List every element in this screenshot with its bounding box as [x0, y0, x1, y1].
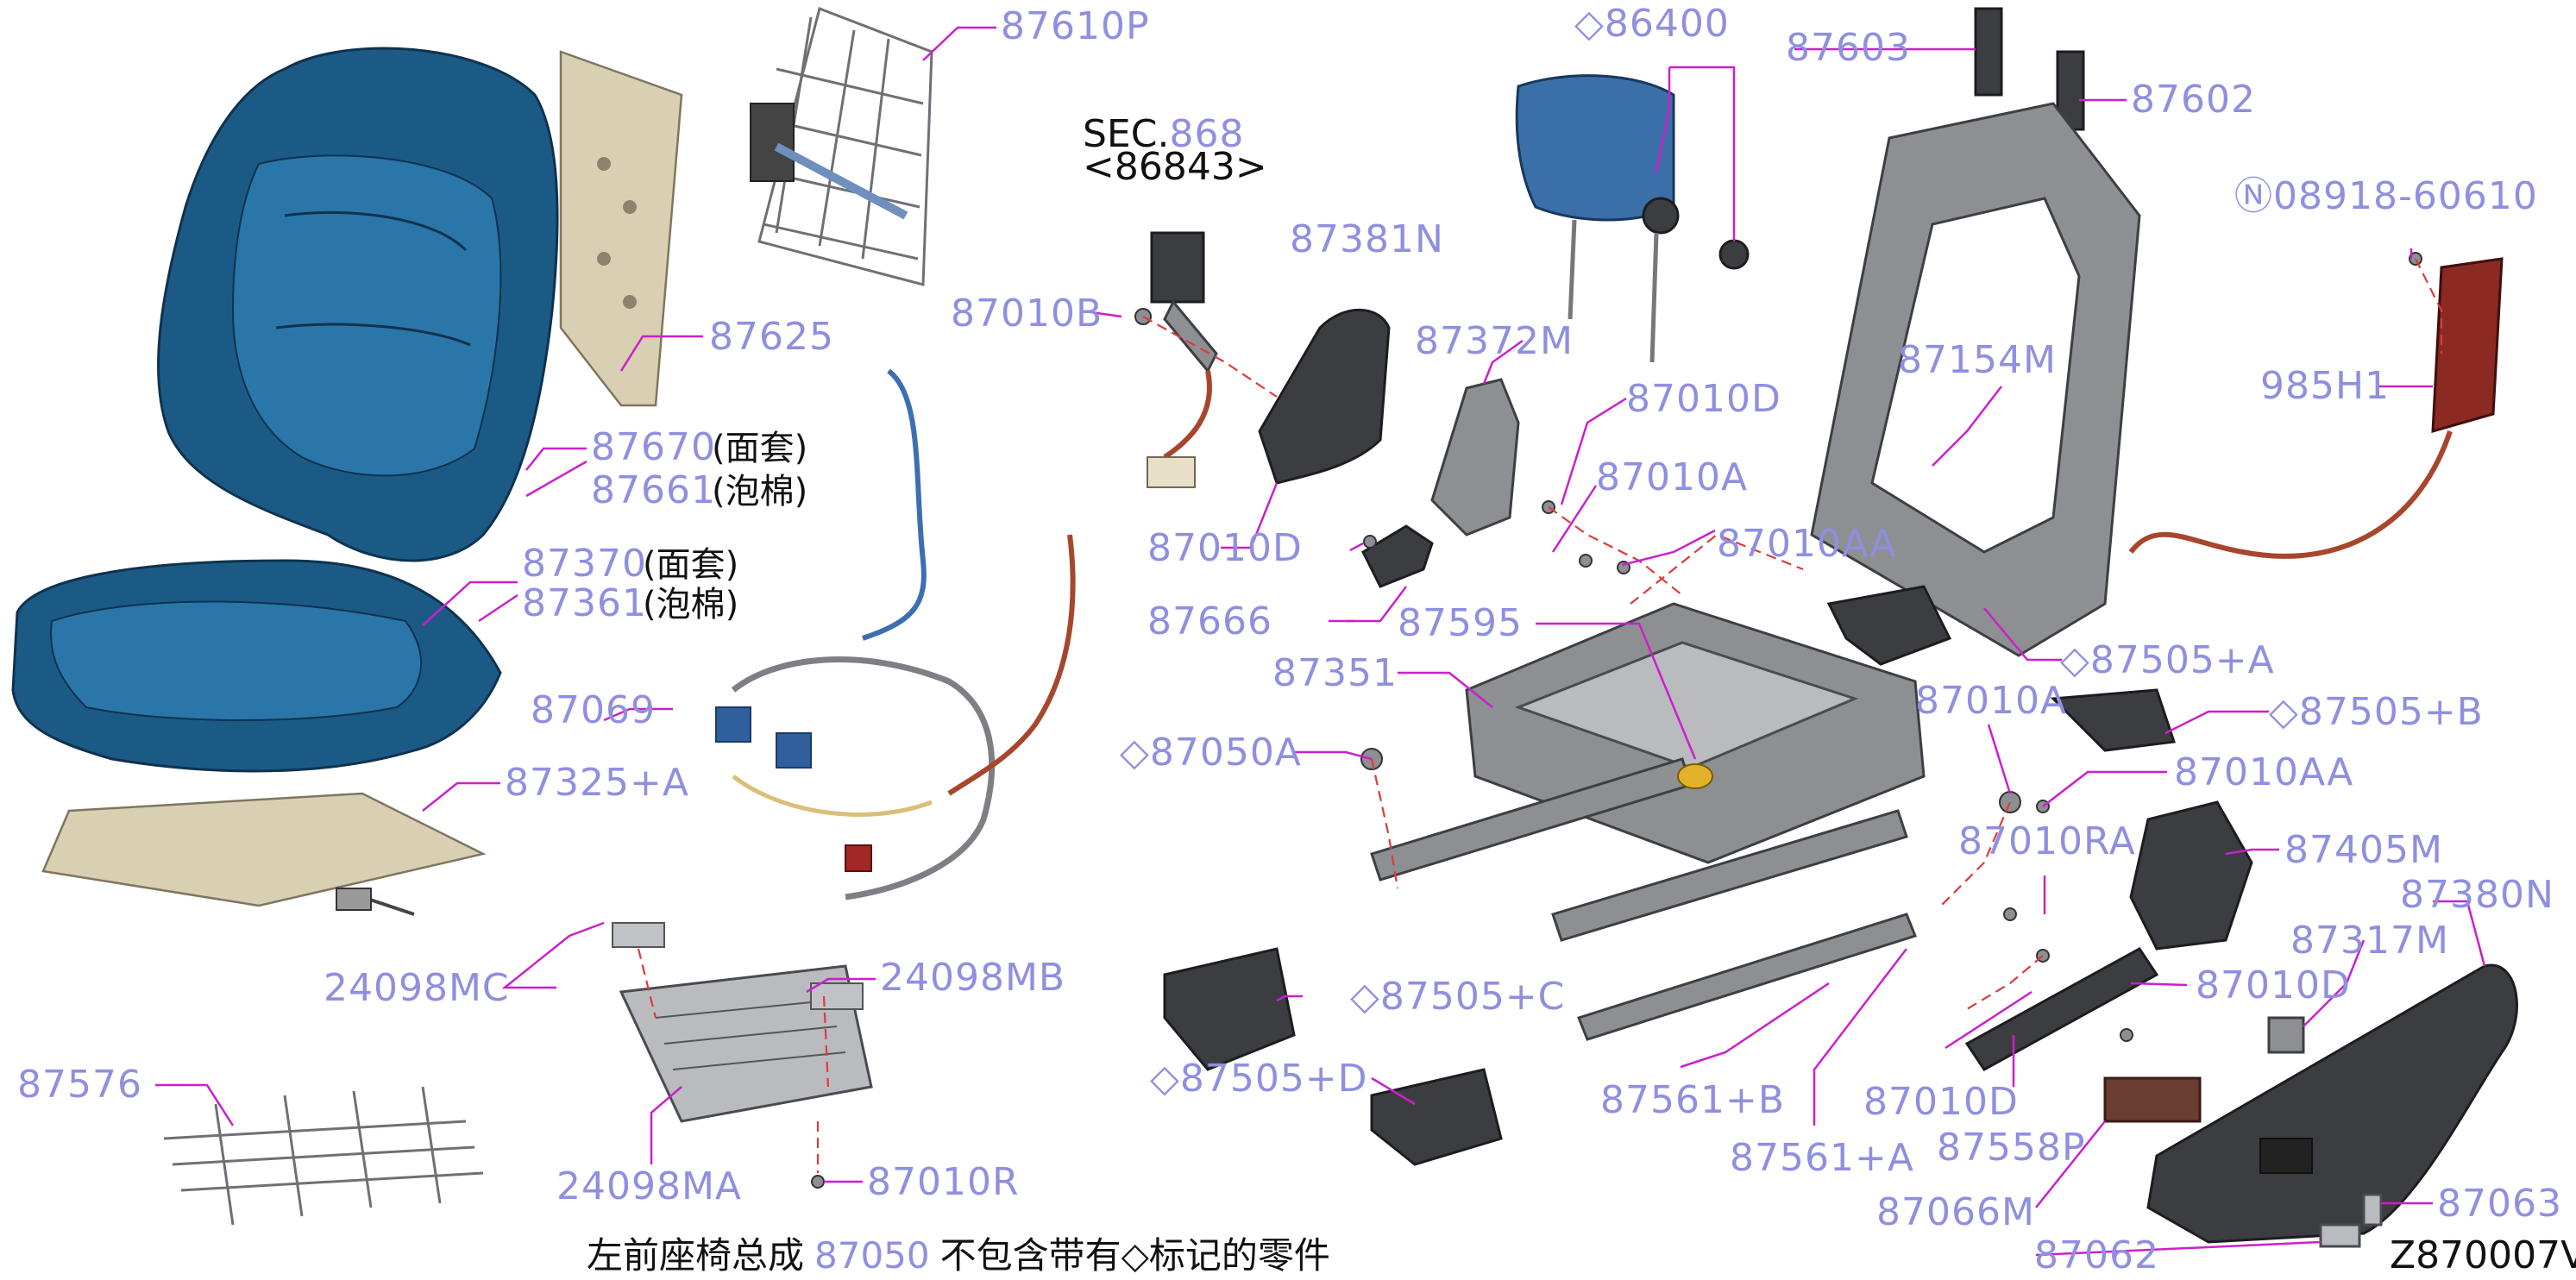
label-87670-cn: (面套) [712, 429, 807, 468]
label-87010D-b: 87010D [1147, 526, 1303, 570]
cover-87505B-illustration [2050, 688, 2177, 752]
cover-87505D-illustration [1370, 1068, 1503, 1166]
label-87372M: 87372M [1415, 319, 1574, 363]
label-87361: 87361 [522, 581, 647, 625]
label-87576: 87576 [17, 1063, 142, 1107]
label-87561B: 87561+B [1600, 1078, 1785, 1122]
label-87405M: 87405M [2284, 828, 2443, 872]
label-08918: Ⓝ08918-60610 [2234, 174, 2538, 218]
label-87361-cn: (泡棉) [643, 585, 738, 624]
label-87661-cn: (泡棉) [712, 472, 807, 511]
label-87317M: 87317M [2290, 919, 2449, 963]
label-87010A-a: 87010A [1596, 455, 1748, 499]
knob-87063-illustration [2362, 1193, 2383, 1227]
label-87666: 87666 [1147, 599, 1272, 643]
label-87661: 87661 [591, 468, 716, 512]
label-87380N: 87380N [2400, 873, 2554, 917]
back-board-illustration [559, 50, 683, 407]
label-87505C: ◇87505+C [1350, 975, 1565, 1019]
label-87066M: 87066M [1876, 1190, 2035, 1234]
seatbelt-buckle-illustration [1147, 231, 1218, 488]
label-87063: 87063 [2437, 1182, 2562, 1226]
label-87370: 87370 [522, 542, 647, 586]
label-24098MA: 24098MA [556, 1164, 742, 1208]
cover-87505A-illustration [1826, 585, 1952, 666]
label-sec-sub: <86843> [1083, 145, 1267, 189]
label-24098MB: 24098MB [880, 956, 1065, 1000]
label-87595: 87595 [1398, 601, 1523, 645]
seat-cushion-illustration [11, 559, 502, 773]
label-87062: 87062 [2034, 1233, 2159, 1277]
inner-trim-87381N-illustration [1258, 308, 1391, 485]
label-87505B: ◇87505+B [2269, 690, 2484, 734]
label-87010AA-b: 87010AA [2174, 750, 2353, 794]
label-985H1: 985H1 [2260, 364, 2390, 408]
seatback-cover-illustration [157, 47, 559, 562]
label-87069: 87069 [531, 688, 656, 732]
label-sec-prefix: SEC.868 [1083, 112, 1244, 156]
label-87325A: 87325+A [505, 761, 689, 805]
label-87010B: 87010B [951, 292, 1103, 336]
label-87010AA-a: 87010AA [1717, 522, 1896, 566]
label-86400: ◇86400 [1574, 2, 1730, 46]
label-87010R: 87010R [867, 1160, 1020, 1204]
label-87505D: ◇87505+D [1150, 1057, 1368, 1101]
bracket-87405M-illustration [2129, 800, 2253, 951]
side-airbag-985H1-illustration [2128, 257, 2504, 559]
label-87561A: 87561+A [1730, 1136, 1914, 1180]
label-87050A: ◇87050A [1120, 731, 1302, 775]
wire-harness-87069-illustration [715, 368, 1076, 900]
label-87370-cn: (面套) [643, 545, 738, 585]
cap-87062-illustration [2319, 1223, 2361, 1248]
seatback-frame-87154M-illustration [1810, 102, 2141, 657]
plate-24098MA-illustration [612, 922, 873, 1123]
label-87010RA: 87010RA [1958, 819, 2136, 863]
label-87558P: 87558P [1937, 1126, 2086, 1170]
knob-87317M-illustration [2267, 1016, 2305, 1054]
part-labels: 87610P 87625 87670 (面套) 87661 (泡棉) 87370… [17, 2, 2562, 1277]
label-87625: 87625 [709, 315, 834, 359]
label-87010D-d: 87010D [1863, 1080, 2019, 1124]
label-87010D-a: 87010D [1626, 377, 1781, 421]
label-87602: 87602 [2131, 78, 2256, 122]
headrest-guide-87603-illustration [1974, 7, 2003, 97]
cover-87505C-illustration [1163, 947, 1296, 1071]
label-87351: 87351 [1272, 651, 1398, 695]
seat-pad-illustration [41, 792, 487, 916]
assembly-guides [637, 258, 2443, 1173]
label-87505A: ◇87505+A [2060, 638, 2275, 682]
label-87381N: 87381N [1290, 217, 1444, 261]
switch-87066M-illustration [2103, 1076, 2202, 1123]
cover-87558P-illustration [1964, 947, 2159, 1071]
label-87670: 87670 [591, 425, 716, 469]
leader-lines [155, 26, 2486, 1257]
wire-set-87576-illustration [163, 1086, 484, 1226]
seat-frame-87351-illustration [1370, 602, 1926, 1041]
outer-trim-87380N-illustration [2146, 963, 2518, 1244]
spring-mat-illustration [750, 6, 933, 286]
label-24098MC: 24098MC [324, 966, 510, 1010]
bracket-87372M-illustration [1430, 378, 1520, 536]
switch-87666-illustration [1361, 524, 1434, 588]
label-87610P: 87610P [1001, 4, 1150, 48]
label-87010D-c: 87010D [2196, 963, 2351, 1007]
label-87010A-b: 87010A [1915, 679, 2067, 723]
label-87154M: 87154M [1898, 338, 2057, 382]
label-87603: 87603 [1786, 26, 1911, 70]
diagram-code: Z870007V [2390, 1233, 2576, 1277]
